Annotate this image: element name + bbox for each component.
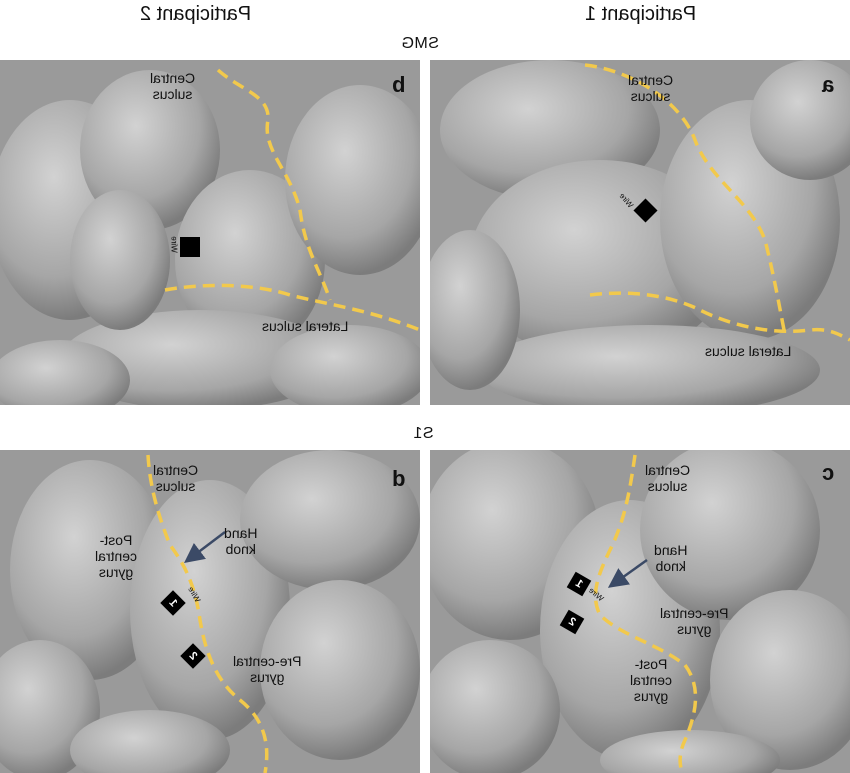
brain-surface-image <box>0 450 420 773</box>
label-lateral-sulcus: Lateral sulcus <box>705 343 792 359</box>
brain-surface-image <box>430 450 850 773</box>
lateral-sulcus-line <box>164 283 420 332</box>
hand-knob-arrow <box>607 558 648 588</box>
header-participant-1: Participant 1 <box>585 3 697 25</box>
panel-letter: a <box>822 72 835 97</box>
brain-surface-image <box>430 60 850 405</box>
central-sulcus-line <box>216 68 332 301</box>
label-lateral-sulcus: Lateral sulcus <box>262 318 349 334</box>
central-sulcus-line <box>584 63 787 336</box>
section-label-smg: SMG <box>401 35 439 52</box>
central-sulcus-line <box>593 454 698 773</box>
brain-surface-image <box>0 60 420 405</box>
central-sulcus-line <box>146 454 269 773</box>
section-label-s1: S1 <box>413 425 434 442</box>
panel-letter: c <box>822 460 835 485</box>
panel-letter: b <box>392 72 406 97</box>
wire-label: Wire <box>169 236 179 253</box>
hand-knob-arrow <box>184 531 226 564</box>
electrode-array-marker <box>180 237 200 257</box>
panel-letter: d <box>392 466 406 491</box>
header-participant-2: Participant 2 <box>140 3 252 25</box>
